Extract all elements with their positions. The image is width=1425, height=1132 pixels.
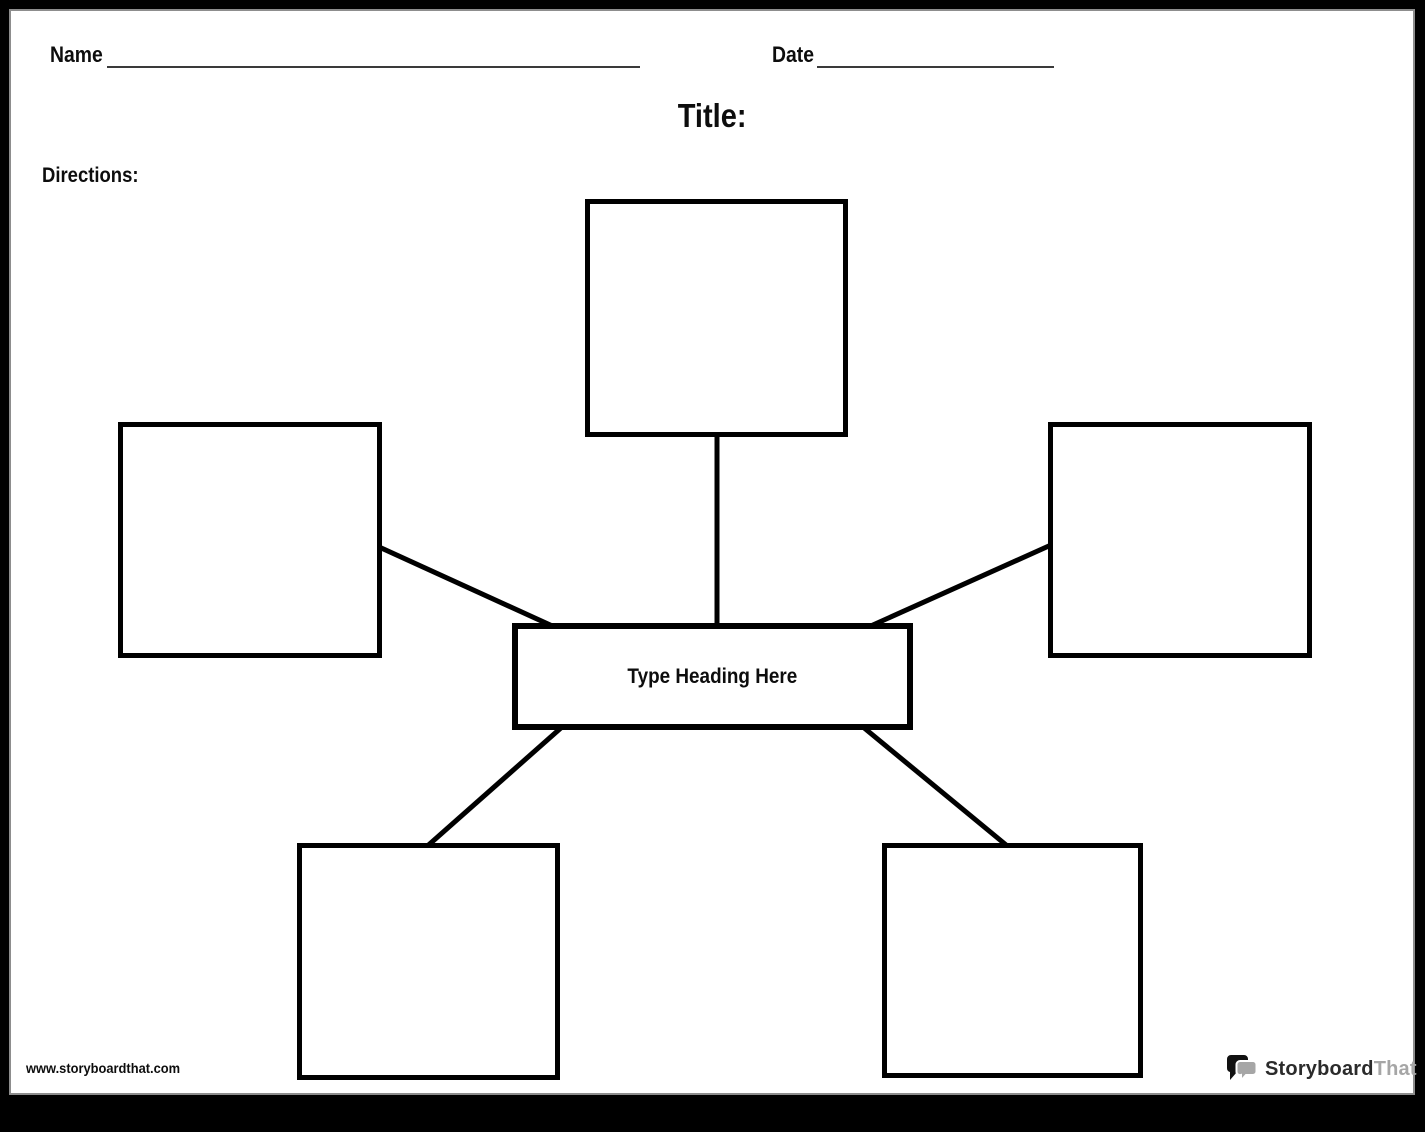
title-row: Title: [11,97,1413,135]
logo-text-secondary: That [1373,1058,1417,1080]
spider-node-box-bottom-right[interactable] [882,843,1143,1078]
connector-left [377,544,561,632]
speech-bubbles-icon [1226,1055,1258,1084]
center-heading-box[interactable]: Type Heading Here [512,623,913,730]
worksheet-page: Name Date Title: Directions: Type Headin… [11,11,1417,1093]
spider-node-box-left[interactable] [118,422,382,658]
name-fill-line[interactable] [107,66,640,68]
connector-bottom-left [422,725,564,851]
date-fill-line[interactable] [817,66,1054,68]
logo-text-primary: Storyboard [1265,1058,1374,1080]
connector-bottom-right [861,725,1013,851]
connector-right [862,542,1053,632]
title-label: Title: [677,97,747,134]
date-label: Date [772,42,814,67]
center-heading-placeholder: Type Heading Here [627,664,798,688]
name-label: Name [50,42,103,67]
storyboardthat-logo: StoryboardThat [1226,1054,1417,1085]
directions-label: Directions: [42,164,139,187]
spider-node-box-top[interactable] [585,199,848,437]
footer-url: www.storyboardthat.com [26,1060,181,1076]
spider-connector-lines [377,431,1053,851]
spider-node-box-bottom-left[interactable] [297,843,560,1080]
spider-node-box-right[interactable] [1048,422,1312,658]
logo-text: StoryboardThat [1265,1058,1417,1081]
